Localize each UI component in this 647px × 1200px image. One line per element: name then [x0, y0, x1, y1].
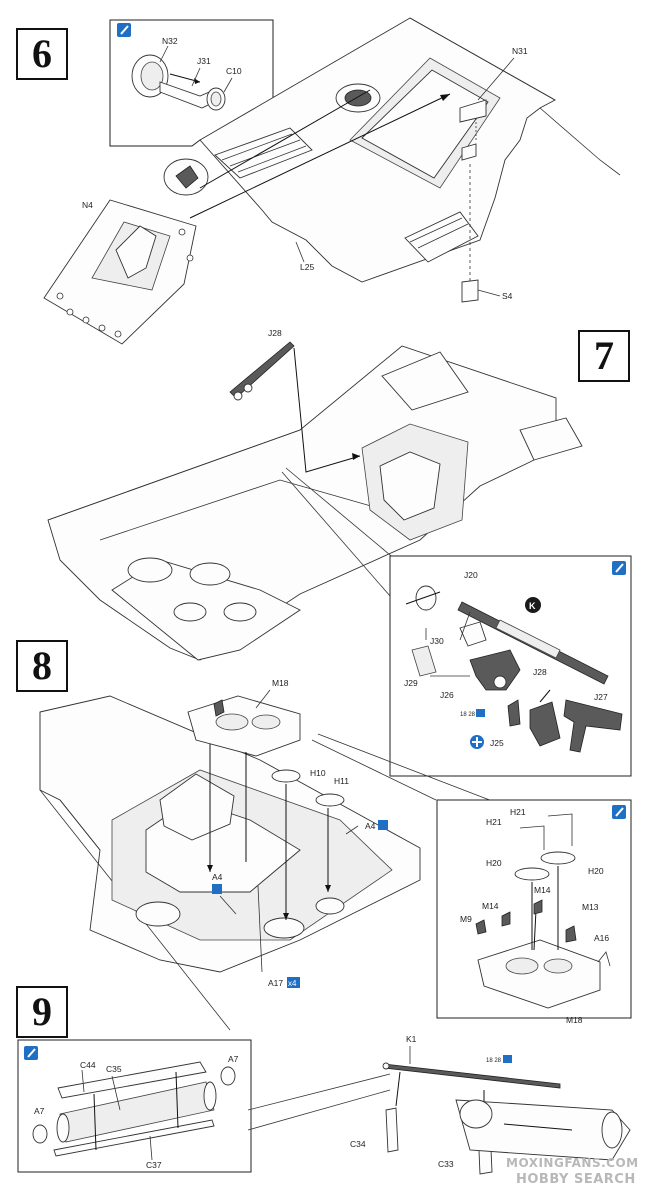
- part-K1: [382, 1062, 561, 1089]
- x2-icon: [378, 820, 388, 830]
- label-H21a: H21: [510, 807, 526, 817]
- label-J31: J31: [197, 56, 211, 66]
- label-J28: J28: [268, 328, 282, 338]
- label-J25: J25: [490, 738, 504, 748]
- label-A16: A16: [594, 933, 609, 943]
- label-M13: M13: [582, 902, 599, 912]
- label-C37: C37: [146, 1160, 162, 1170]
- label-H20a: H20: [486, 858, 502, 868]
- label-M9: M9: [460, 914, 472, 924]
- step-7-box: 7: [578, 330, 630, 382]
- step-7-number: 7: [594, 333, 614, 378]
- label-A4a: A4: [365, 821, 376, 831]
- label-C34: C34: [350, 1139, 366, 1149]
- step-8-box: 8: [16, 640, 68, 692]
- label-H20b: H20: [588, 866, 604, 876]
- label-M14b: M14: [482, 901, 499, 911]
- label-N4: N4: [82, 200, 93, 210]
- label-H21b: H21: [486, 817, 502, 827]
- part-H10: [271, 769, 301, 783]
- step7-gun-parts: [405, 585, 623, 753]
- part-C34: [385, 1107, 399, 1153]
- step-9-number: 9: [32, 989, 52, 1034]
- label-M18b: M18: [566, 1015, 583, 1025]
- step-8-number: 8: [32, 643, 52, 688]
- label-J27: J27: [594, 692, 608, 702]
- label-J26: J26: [440, 690, 454, 700]
- label-J29: J29: [404, 678, 418, 688]
- step-9-box: 9: [16, 986, 68, 1038]
- marker-K-circle: [525, 597, 541, 613]
- label-M18: M18: [272, 678, 289, 688]
- label-K: K: [529, 601, 536, 611]
- label-H11: H11: [334, 776, 349, 786]
- label-A7b: A7: [228, 1054, 239, 1064]
- step6-callout-parts: [131, 45, 233, 111]
- label-K1: K1: [406, 1034, 417, 1044]
- label-x4: x4: [288, 979, 297, 988]
- x4-badge: [287, 977, 300, 988]
- label-N31: N31: [512, 46, 528, 56]
- label-M14a: M14: [534, 885, 551, 895]
- brush-icon: [117, 23, 131, 37]
- label-A7a: A7: [34, 1106, 45, 1116]
- label-C10: C10: [226, 66, 242, 76]
- label-C33: C33: [438, 1159, 454, 1169]
- watermark-line1: MOXINGFANS.COM: [506, 1156, 639, 1170]
- hobby-color-tag: 18 28: [460, 709, 485, 718]
- part-J28-small: [229, 341, 295, 401]
- brush-icon: [612, 561, 626, 575]
- hobby-color-tag: [503, 1055, 512, 1063]
- x2-icon: [212, 884, 222, 894]
- label-J28b: J28: [533, 667, 547, 677]
- label-H1828b: 18 28: [486, 1058, 502, 1064]
- label-A17: A17: [268, 978, 283, 988]
- label-J30: J30: [430, 636, 444, 646]
- part-H11: [315, 793, 345, 807]
- hand-icon: [470, 735, 484, 749]
- label-J20: J20: [464, 570, 478, 580]
- step8-callout-parts: [475, 813, 611, 1009]
- label-H1828: 18 28: [460, 712, 476, 718]
- label-C44: C44: [80, 1060, 96, 1070]
- step-6-box: 6: [16, 28, 68, 80]
- label-H10: H10: [310, 768, 326, 778]
- brush-icon: [612, 805, 626, 819]
- label-N32: N32: [162, 36, 178, 46]
- step9-callout-parts: [32, 1061, 236, 1161]
- label-A4b: A4: [212, 872, 223, 882]
- label-C35: C35: [106, 1064, 122, 1074]
- label-L25: L25: [300, 262, 314, 272]
- label-S4: S4: [502, 291, 513, 301]
- watermark-line2: HOBBY SEARCH: [516, 1172, 636, 1187]
- part-M18: [187, 695, 301, 757]
- step-6-number: 6: [32, 31, 52, 76]
- brush-icon: [24, 1046, 38, 1060]
